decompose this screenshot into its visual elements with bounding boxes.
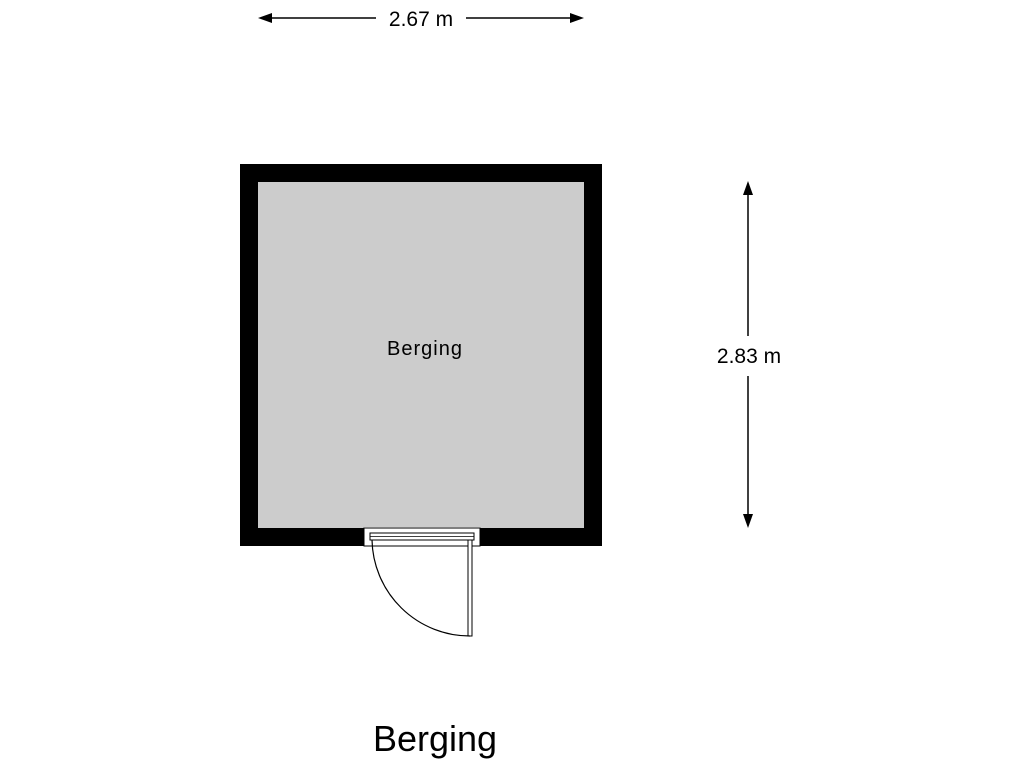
room-floor — [258, 182, 584, 528]
width-dimension: 2.67 m — [258, 8, 584, 31]
room-label: Berging — [387, 338, 463, 360]
width-arrowhead-right — [570, 13, 584, 23]
width-dimension-label: 2.67 m — [389, 8, 453, 31]
height-dimension: 2.83 m — [717, 181, 781, 528]
height-arrowhead-top — [743, 181, 753, 195]
height-arrowhead-bottom — [743, 514, 753, 528]
door-frame — [363, 527, 481, 547]
room-berging: Berging — [240, 164, 602, 637]
width-arrowhead-left — [258, 13, 272, 23]
door-swing-arc — [371, 539, 471, 637]
height-dimension-label: 2.83 m — [717, 345, 781, 368]
door-leaf — [467, 539, 473, 637]
plan-title: Berging — [373, 718, 497, 759]
